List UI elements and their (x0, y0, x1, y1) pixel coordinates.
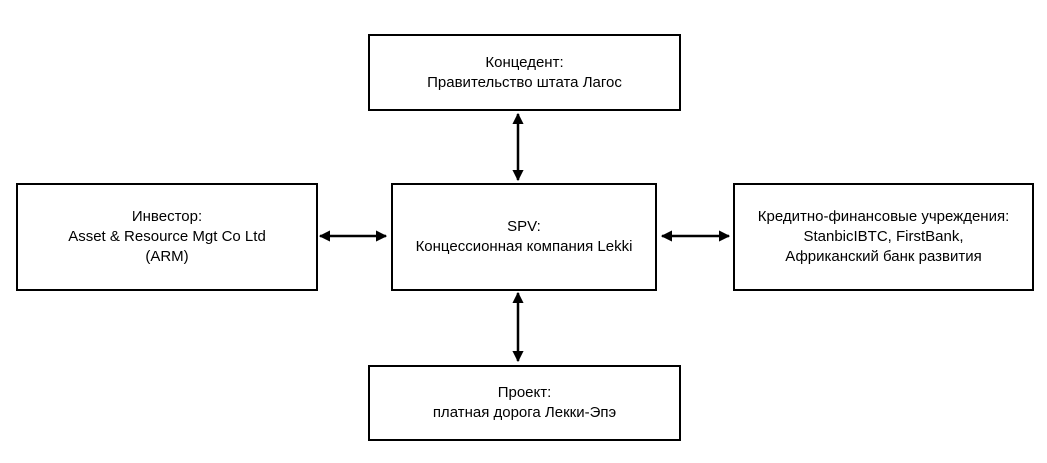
lenders-names-2: Африканский банк развития (785, 248, 982, 265)
project-name: платная дорога Лекки-Эпэ (432, 404, 617, 421)
spv-box: SPV: Концессионная компания Lekki (391, 183, 657, 291)
concedent-label: Концедент: (485, 53, 564, 71)
lenders-label: Кредитно-финансовые учреждения: (757, 208, 1010, 225)
lenders-names: StanbicIBTC, FirstBank, (803, 228, 964, 245)
concedent-box: Концедент: Правительство штата Лагос (368, 34, 681, 111)
project-label: Проект: (497, 384, 552, 401)
investor-box: Инвестор: Asset & Resource Mgt Co Ltd (A… (16, 183, 318, 291)
project-box: Проект: платная дорога Лекки-Эпэ (368, 365, 681, 441)
concedent-name: Правительство штата Лагос (427, 73, 622, 91)
investor-abbr: (ARM) (145, 248, 189, 265)
lenders-box: Кредитно-финансовые учреждения: StanbicI… (733, 183, 1034, 291)
spv-name: Концессионная компания Lekki (415, 238, 633, 255)
investor-label: Инвестор: (131, 208, 203, 225)
investor-name: Asset & Resource Mgt Co Ltd (68, 228, 266, 245)
spv-label: SPV: (507, 218, 541, 235)
